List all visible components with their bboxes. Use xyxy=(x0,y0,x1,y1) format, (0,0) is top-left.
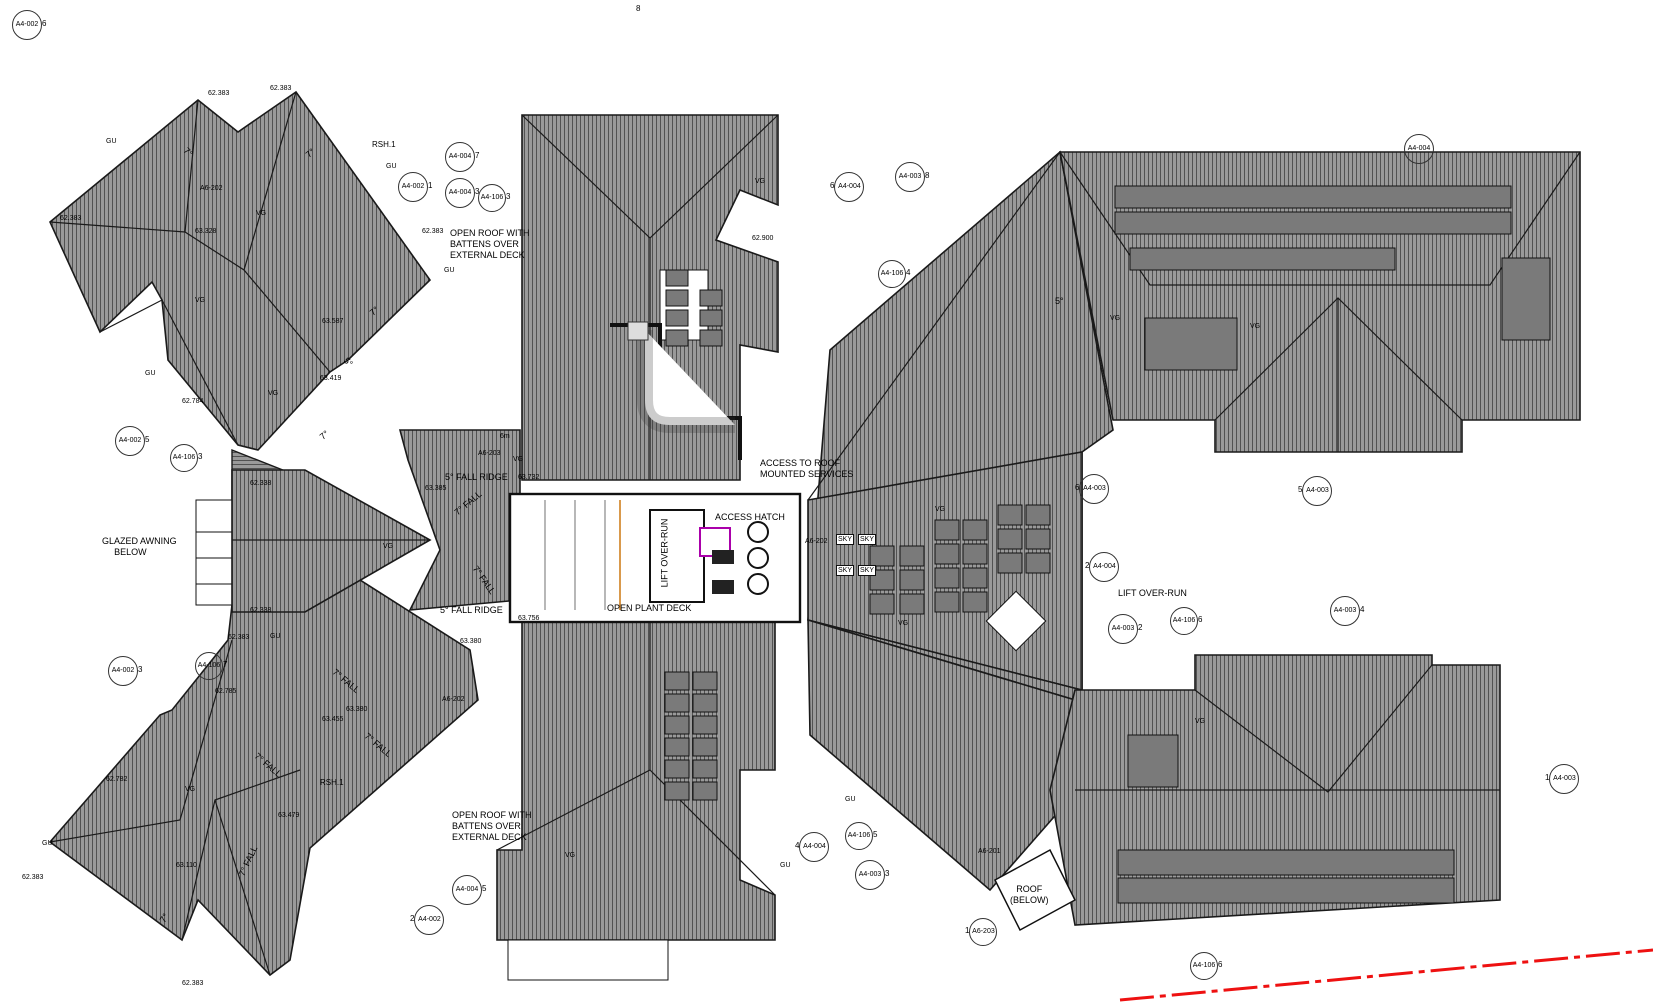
south-centre-roof xyxy=(496,619,776,981)
se-wing-roof xyxy=(994,654,1501,932)
sw-wing-roof xyxy=(48,499,479,977)
open-plant-deck xyxy=(508,492,802,624)
ne-wing-roof xyxy=(1059,151,1581,453)
site-boundary-line xyxy=(1119,948,1653,1002)
solar-panels-east xyxy=(869,504,1051,615)
solar-panels-se xyxy=(1117,734,1455,904)
west-gable-roof xyxy=(231,429,521,613)
north-centre-roof xyxy=(521,114,779,481)
solar-panels-north xyxy=(665,269,723,347)
solar-panels-ne xyxy=(1114,185,1551,371)
solar-panels-south-centre xyxy=(664,671,718,801)
